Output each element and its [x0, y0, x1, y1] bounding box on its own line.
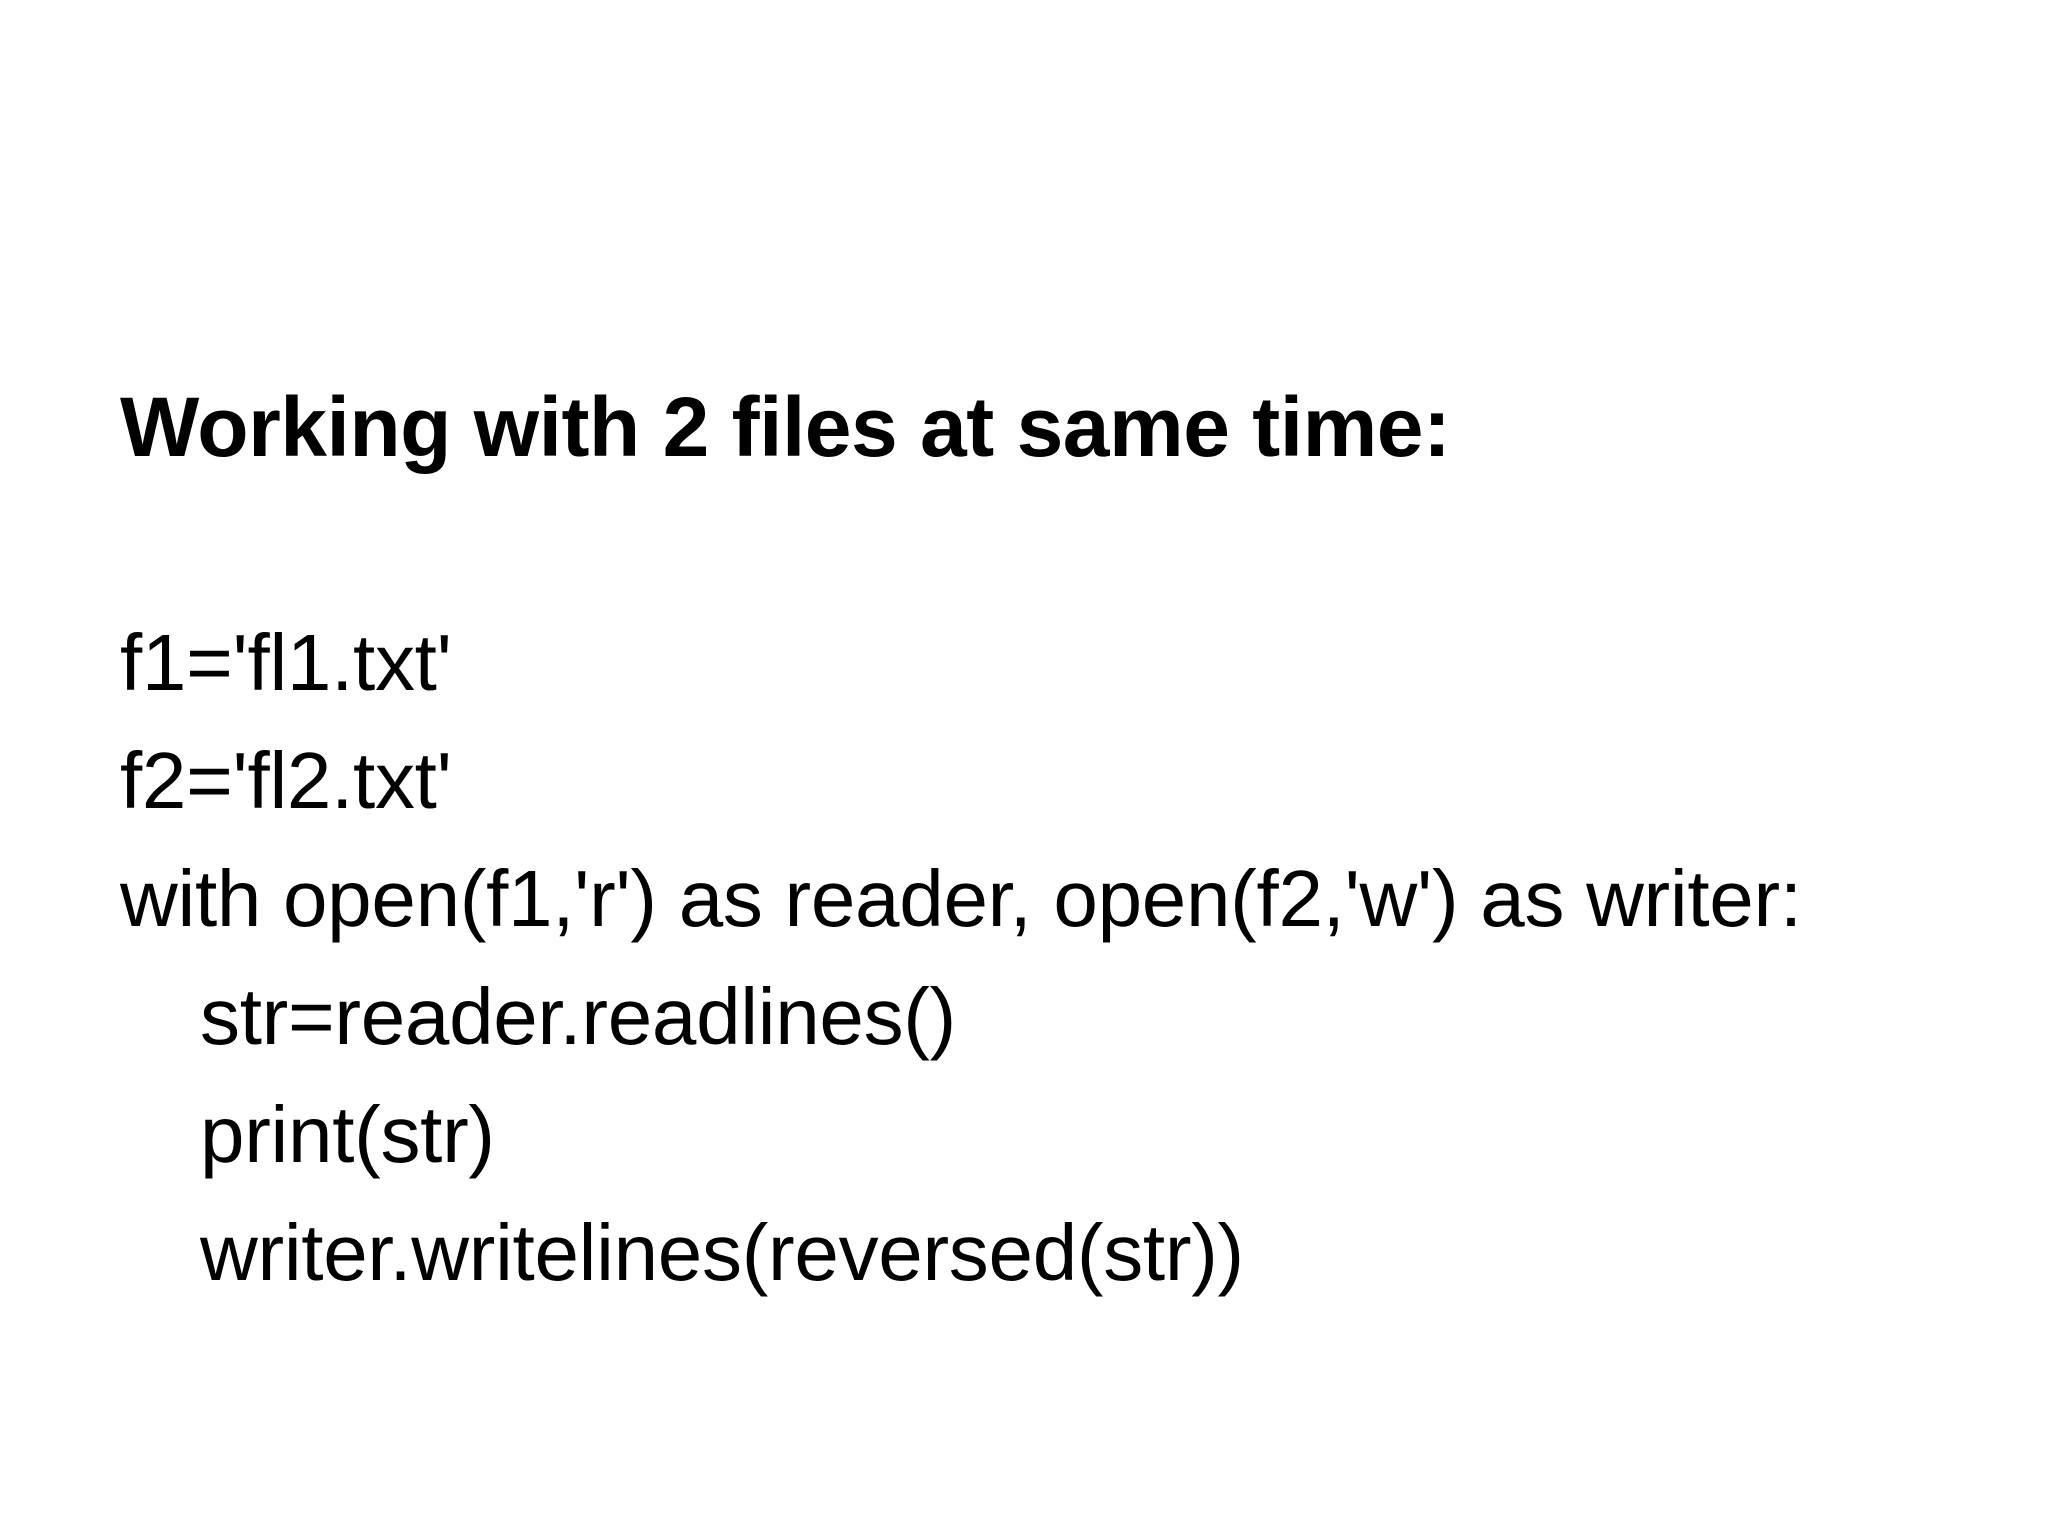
code-line: str=reader.readlines(): [200, 972, 956, 1061]
code-line: writer.writelines(reversed(str)): [200, 1208, 1244, 1297]
code-block: f1='fl1.txt' f2='fl2.txt' with open(f1,'…: [120, 604, 1940, 1312]
slide-content-block: Working with 2 files at same time: f1='f…: [120, 368, 1940, 1312]
code-line: print(str): [200, 1090, 495, 1179]
code-line: with open(f1,'r') as reader, open(f2,'w'…: [120, 854, 1802, 943]
blank-spacer-line: [120, 486, 1940, 604]
code-line: f2='fl2.txt': [120, 736, 452, 825]
slide-heading: Working with 2 files at same time:: [120, 380, 1451, 474]
code-line: f1='fl1.txt': [120, 618, 452, 707]
